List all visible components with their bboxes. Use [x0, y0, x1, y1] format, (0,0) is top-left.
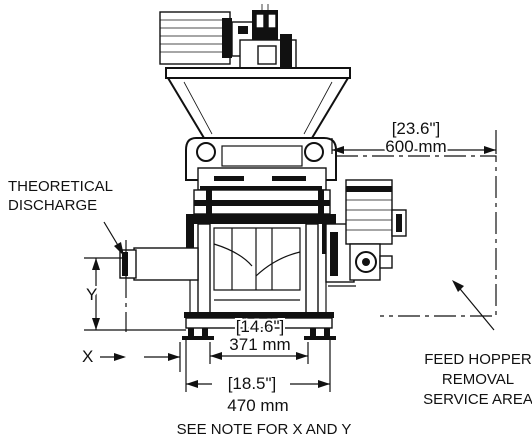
dim-y [84, 257, 186, 331]
dim-inner-inches: [14.6"] [236, 317, 285, 336]
service-area-leader [452, 280, 495, 331]
discharge-tube [119, 247, 199, 281]
service-area-label-3: SERVICE AREA [423, 391, 532, 408]
dim-x [100, 342, 181, 372]
dim-x-label: X [82, 347, 93, 366]
dim-inner-mm: 371 mm [229, 335, 290, 354]
dim-y-label: Y [86, 285, 97, 304]
dim-outer-mm: 470 mm [227, 396, 288, 415]
discharge-leader [103, 221, 127, 332]
theoretical-discharge-label-2: DISCHARGE [8, 197, 97, 214]
note-x-y: SEE NOTE FOR X AND Y [177, 421, 352, 438]
dim-outer-spacing [185, 340, 331, 392]
leveling-feet [182, 328, 336, 340]
theoretical-discharge-label-1: THEORETICAL [8, 178, 113, 195]
top-motor [159, 4, 297, 69]
dim-outer-inches: [18.5"] [228, 374, 277, 393]
side-gear-motor [325, 179, 407, 287]
feed-hopper [165, 67, 351, 139]
service-area-label-1: FEED HOPPER [424, 351, 532, 368]
service-area-label-2: REMOVAL [442, 371, 514, 388]
dim-inner-spacing [209, 342, 309, 364]
dim-hopper-mm: 600 mm [385, 137, 446, 156]
dim-hopper-inches: [23.6"] [392, 119, 441, 138]
feeder-body [182, 137, 337, 340]
dim-hopper-removal [332, 146, 496, 154]
